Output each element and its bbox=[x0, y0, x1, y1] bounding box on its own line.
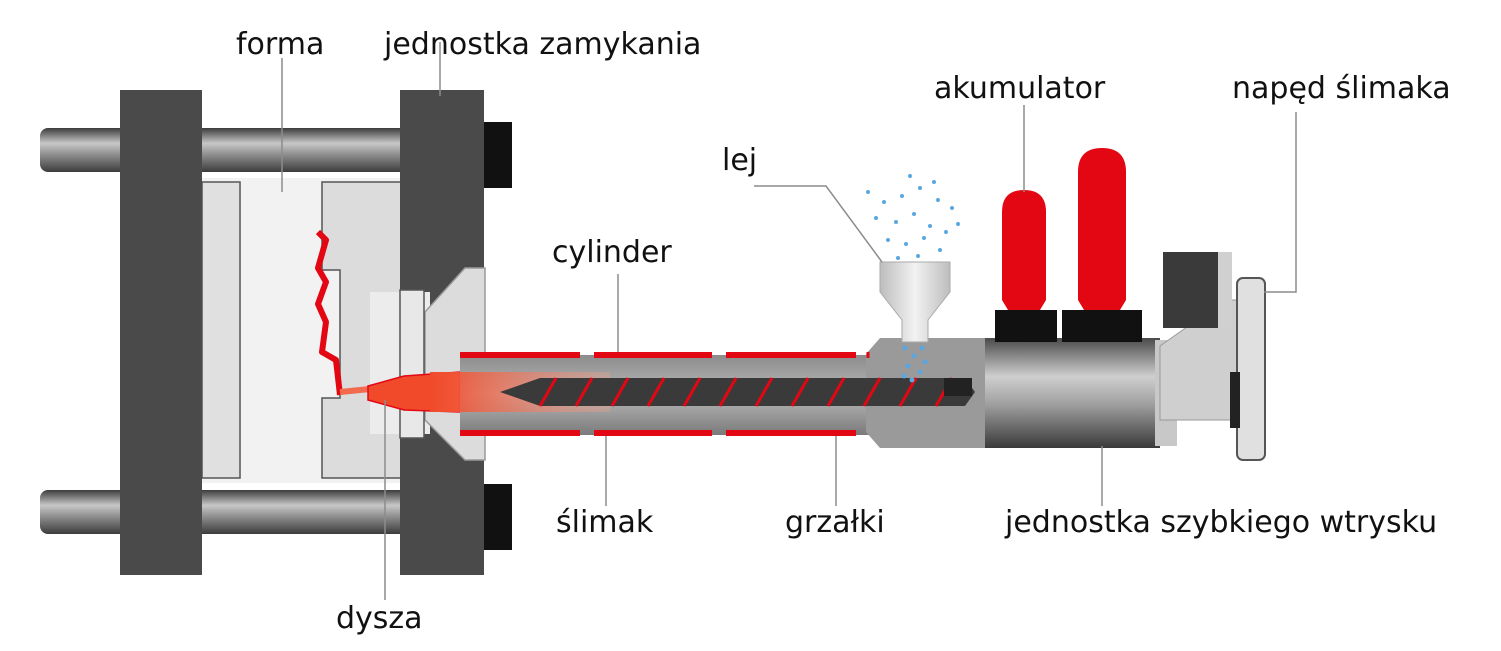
label-lej: lej bbox=[722, 146, 757, 176]
bar-end-top bbox=[484, 122, 512, 188]
drive-hub bbox=[1230, 372, 1240, 428]
clamp-plate-left bbox=[120, 90, 202, 575]
accumulator-base-1 bbox=[995, 310, 1057, 342]
accumulator-base-2 bbox=[1062, 310, 1142, 342]
hopper bbox=[880, 262, 950, 342]
accumulator-1 bbox=[1002, 190, 1046, 310]
drive-motor-face bbox=[1218, 252, 1232, 328]
label-forma: forma bbox=[236, 30, 324, 60]
mold-half-left bbox=[202, 182, 240, 478]
label-cylinder: cylinder bbox=[552, 238, 672, 268]
label-dysza: dysza bbox=[336, 604, 423, 634]
hopper-pellets bbox=[866, 174, 960, 260]
drive-disc bbox=[1237, 278, 1265, 460]
label-slimak: ślimak bbox=[556, 508, 653, 538]
label-naped-slimaka: napęd ślimaka bbox=[1232, 74, 1451, 104]
accumulator-2 bbox=[1078, 148, 1126, 310]
drive-motor bbox=[1163, 252, 1225, 328]
label-jednostka-szybkiego-wtrysku: jednostka szybkiego wtrysku bbox=[1005, 508, 1437, 538]
label-jednostka-zamykania: jednostka zamykania bbox=[384, 30, 701, 60]
label-akumulator: akumulator bbox=[934, 74, 1105, 104]
screw-end bbox=[944, 378, 972, 396]
bar-end-bottom bbox=[484, 484, 512, 550]
injection-ram bbox=[985, 338, 1160, 448]
label-grzalki: grzałki bbox=[785, 508, 885, 538]
nozzle-plate bbox=[400, 290, 424, 438]
